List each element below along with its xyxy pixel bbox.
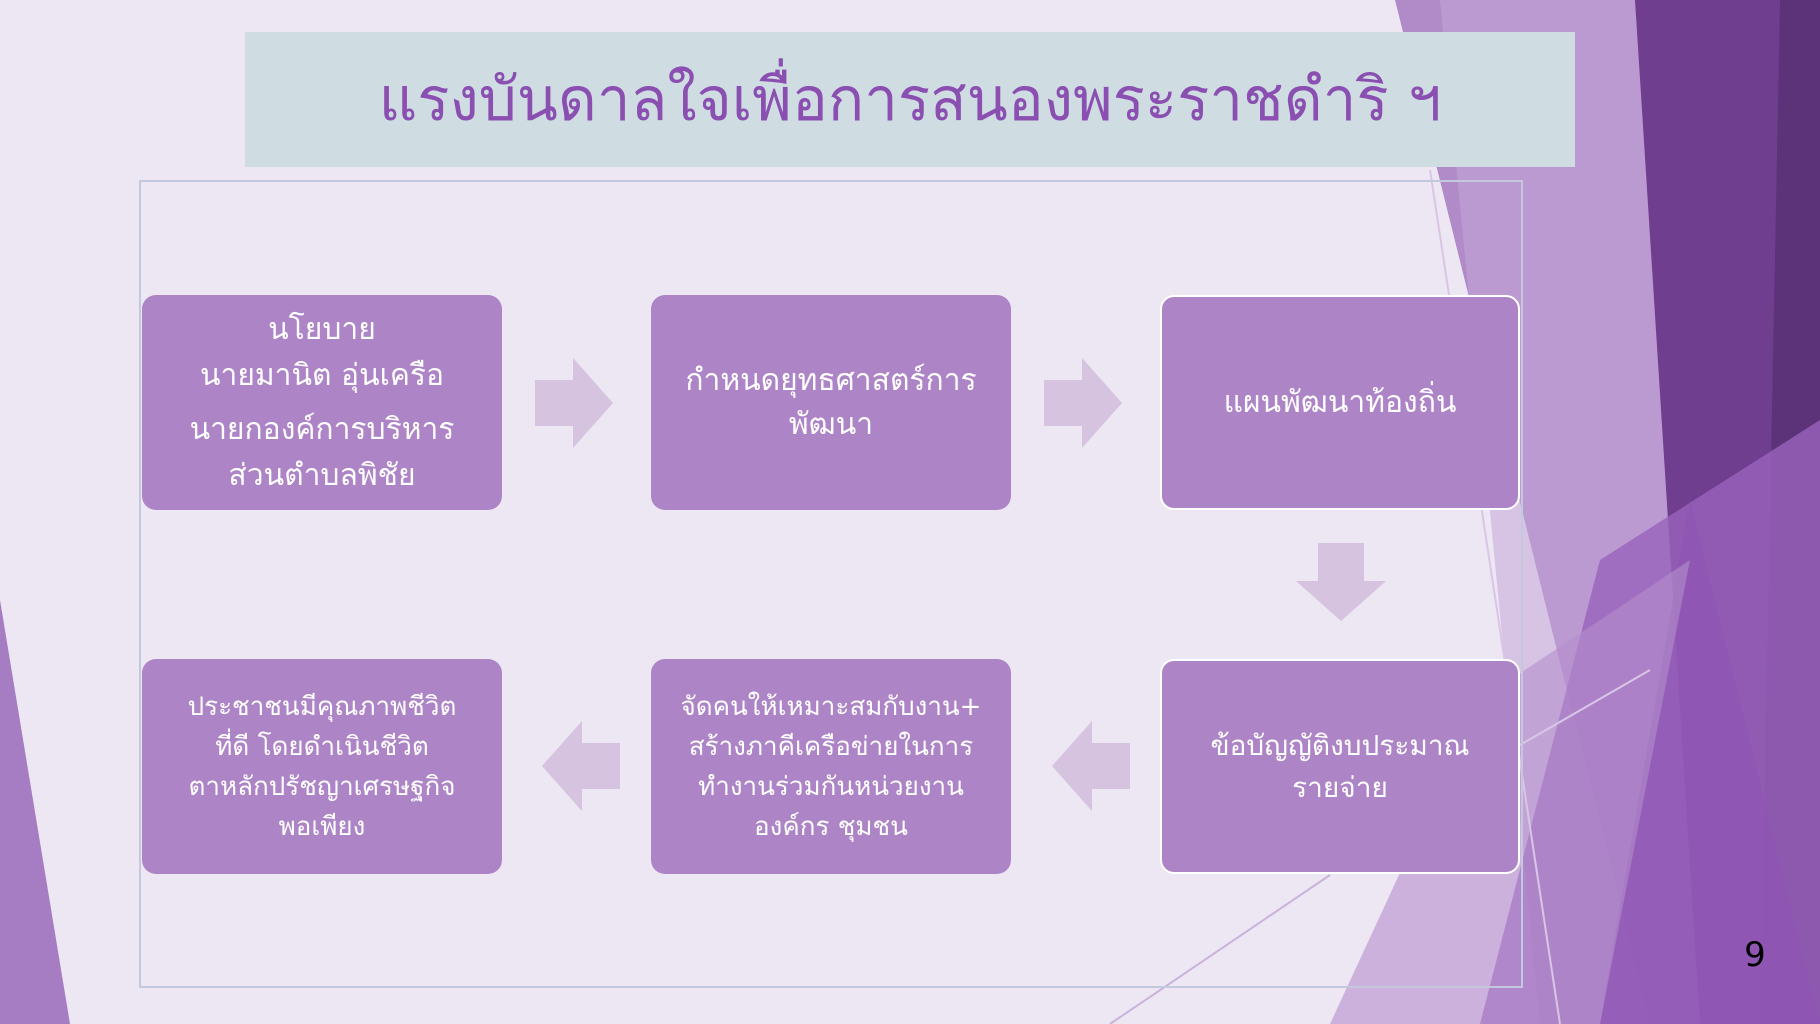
step-text-line: ที่ดี โดยดำเนินชีวิต [215,731,429,762]
step-text-line: นโยบาย [268,311,376,347]
step-text-line: แผนพัฒนาท้องถิ่น [1223,384,1457,420]
page-number: 9 [1744,935,1766,975]
flow-step-budget: ข้อบัญญัติงบประมาณ รายจ่าย [1160,659,1520,874]
step-text-line: องค์กร ชุมชน [754,811,908,842]
flow-step-staffing: จัดคนให้เหมาะสมกับงาน+ สร้างภาคีเครือข่า… [651,659,1011,874]
step-text-line: นายมานิต อุ่นเครือ [199,357,445,393]
bg-facet-accent [1600,500,1820,1024]
step-text-line: ส่วนตำบลพิชัย [228,457,416,493]
bg-facet-left [0,600,70,1024]
flow-step-local-plan: แผนพัฒนาท้องถิ่น [1160,295,1520,510]
arrow-left-icon [542,721,620,811]
flow-step-policy: นโยบาย นายมานิต อุ่นเครือ นายกองค์การบริ… [142,295,502,510]
flow-step-strategy: กำหนดยุทธศาสตร์การ พัฒนา [651,295,1011,510]
step-text-line: จัดคนให้เหมาะสมกับงาน+ [680,691,982,722]
step-text-line: นายกองค์การบริหาร [189,411,455,447]
step-text-line: ประชาชนมีคุณภาพชีวิต [187,691,457,722]
step-text-line: ตาหลักปรัชญาเศรษฐกิจ [188,771,456,802]
step-text-line: รายจ่าย [1292,770,1388,804]
arrow-left-icon [1052,721,1130,811]
step-text-line: ข้อบัญญัติงบประมาณ [1210,728,1470,762]
arrow-right-icon [535,358,613,448]
step-text-line: พัฒนา [788,406,874,442]
step-text-line: สร้างภาคีเครือข่ายในการ [688,731,974,762]
slide-title: แรงบันดาลใจเพื่อการสนองพระราชดำริ ฯ [378,65,1442,135]
bg-line-2 [1519,669,1651,746]
bg-line-3 [1109,874,1331,1024]
step-text-line: พอเพียง [278,811,366,842]
flow-step-outcome: ประชาชนมีคุณภาพชีวิต ที่ดี โดยดำเนินชีวิ… [142,659,502,874]
step-text-line: ทำงานร่วมกันหน่วยงาน [698,771,964,802]
title-banner: แรงบันดาลใจเพื่อการสนองพระราชดำริ ฯ [245,32,1575,167]
diagram-frame [139,180,1523,988]
step-text-line: กำหนดยุทธศาสตร์การ [685,362,977,398]
arrow-down-icon [1296,543,1386,621]
arrow-right-icon [1044,358,1122,448]
